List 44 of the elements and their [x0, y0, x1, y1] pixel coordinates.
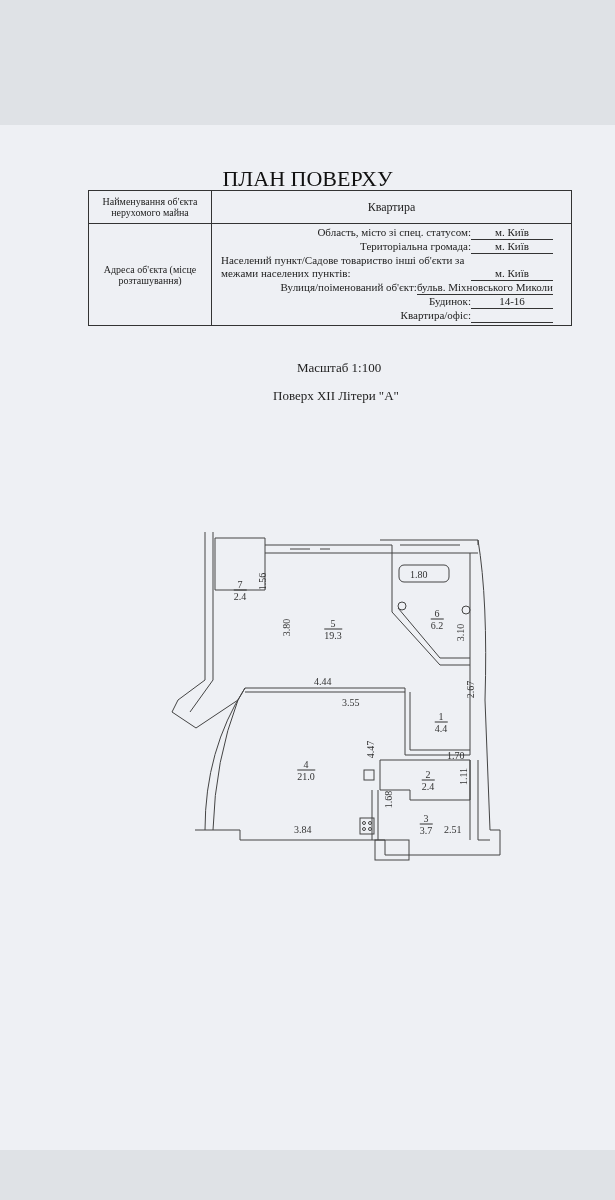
room-area: 4.4	[434, 722, 448, 734]
caption-text: Масштаб 1:100	[297, 360, 382, 376]
dimension-label: 1.80	[410, 569, 428, 580]
table-cell: Квартира	[211, 190, 572, 224]
dimension-label: 1.70	[447, 750, 465, 761]
field-label: Вулиця/поіменований об'єкт:	[280, 281, 417, 294]
room-number: 3	[419, 812, 433, 825]
dimension-label: 4.47	[365, 740, 377, 759]
field-label: Населений пункт/Садове товариство інші об'єкти за межами населених пунктів:	[221, 254, 466, 280]
dimension-label: 1.11	[458, 767, 470, 786]
field-label: Область, місто зі спец. статусом:	[317, 226, 471, 239]
dimension-label: 2.51	[444, 824, 462, 835]
room-number: 2	[421, 768, 435, 781]
room-area: 3.7	[419, 824, 433, 836]
caption-text: Поверх XII Літери "А"	[273, 388, 399, 404]
room-area: 2.4	[421, 780, 435, 792]
room-area: 2.4	[233, 590, 247, 602]
field-value: 14-16	[471, 295, 553, 309]
field-label: Квартира/офіс:	[400, 309, 471, 322]
room-area: 21.0	[297, 770, 315, 782]
dimension-label: 2.67	[465, 680, 477, 699]
room-number: 7	[233, 578, 247, 591]
field-value: м. Київ	[471, 267, 553, 281]
dimension-label: 3.55	[342, 697, 360, 708]
room-number: 4	[297, 758, 315, 771]
field-label: Будинок:	[428, 295, 471, 308]
dimension-label: 4.44	[314, 676, 332, 687]
dimension-label: 3.84	[294, 824, 312, 835]
dimension-label: 3.80	[281, 618, 293, 637]
room-area: 6.2	[430, 619, 444, 631]
dimension-label: 3.10	[455, 623, 467, 642]
field-value: м. Київ	[471, 226, 553, 240]
room-number: 1	[434, 710, 448, 723]
dimension-label: 1.68	[383, 790, 395, 809]
document-title: ПЛАН ПОВЕРХУ	[221, 166, 394, 192]
dimension-label: 1.56	[257, 572, 269, 591]
room-area: 19.3	[324, 629, 342, 641]
table-cell: Найменування об'єкта нерухомого майна	[88, 190, 212, 224]
table-cell: Адреса об'єкта (місце розташування)	[88, 223, 212, 326]
field-value: бульв. Міхновського Миколи	[416, 281, 553, 295]
field-label: Територіальна громада:	[360, 240, 471, 253]
room-number: 5	[324, 617, 342, 630]
field-value: м. Київ	[471, 240, 553, 254]
room-number: 6	[430, 607, 444, 620]
